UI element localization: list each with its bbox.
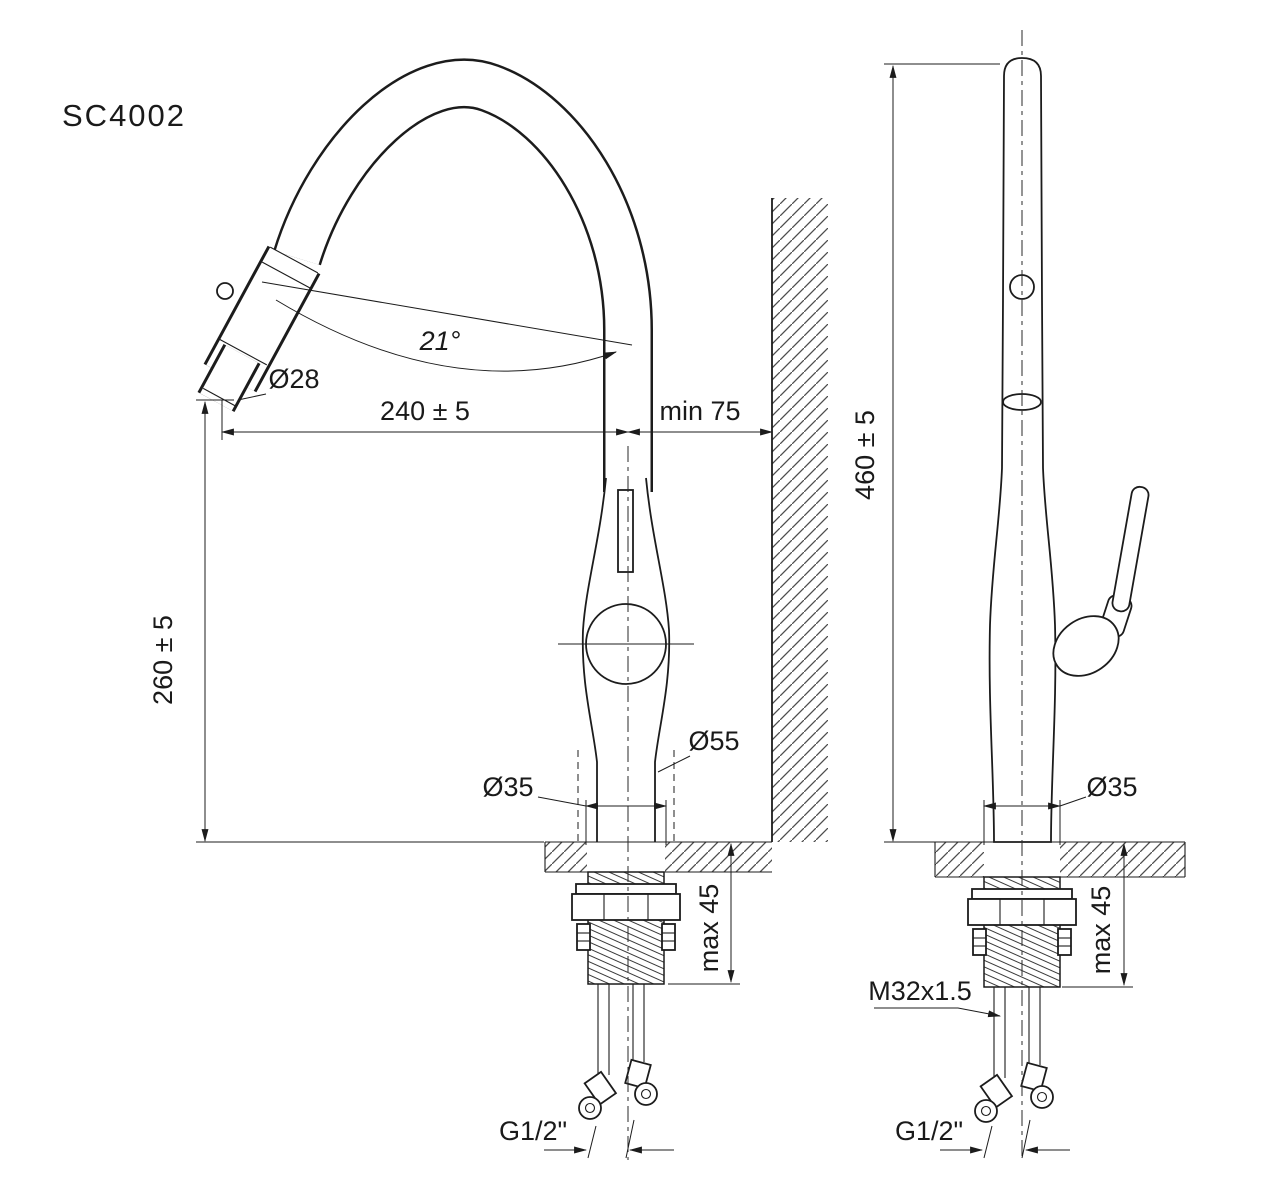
spray-button bbox=[216, 282, 234, 300]
dim-base-diameter-label: Ø55 bbox=[688, 726, 739, 756]
dim-deck-max-side-label: max 45 bbox=[1086, 886, 1116, 975]
dim-total-height-label: 460 ± 5 bbox=[850, 410, 880, 500]
side-view: 460 ± 5 Ø35 max 45 M32x1.5 G1/2" bbox=[850, 30, 1186, 1160]
dim-angle-label: 21° bbox=[419, 326, 461, 356]
drawing-title: SC4002 bbox=[62, 98, 186, 133]
dim-hole-diameter-label: Ø35 bbox=[482, 772, 533, 802]
spray-head bbox=[197, 245, 321, 413]
stud-bolt bbox=[972, 928, 987, 956]
body-right-edge bbox=[645, 477, 671, 842]
hose-fitting-bore bbox=[980, 1105, 992, 1117]
stud-bolt bbox=[1057, 928, 1072, 956]
front-dimensions: 260 ± 5 240 ± 5 min 75 Ø28 21° Ø55 Ø35 bbox=[148, 281, 774, 1159]
counter-hatch-left bbox=[935, 842, 984, 877]
dim-hose-thread-side-label: G1/2" bbox=[895, 1116, 963, 1146]
hose-fitting-bore bbox=[584, 1102, 596, 1114]
nozzle-end-line bbox=[202, 387, 236, 407]
head-band-seam bbox=[261, 261, 311, 289]
faucet-body bbox=[558, 477, 694, 846]
hose-fitting-body bbox=[624, 1058, 652, 1090]
mounting-assembly bbox=[571, 871, 681, 985]
handle-lever bbox=[1111, 485, 1150, 613]
body-left-edge bbox=[581, 477, 607, 842]
hose-fitting-body bbox=[979, 1073, 1014, 1109]
dim-reach-label: 240 ± 5 bbox=[380, 396, 470, 426]
dim-spout-diameter-label: Ø28 bbox=[268, 364, 319, 394]
dim-deck-max-label: max 45 bbox=[694, 884, 724, 973]
hose-fitting-nut bbox=[578, 1096, 602, 1120]
counter-hatch-right bbox=[665, 842, 772, 872]
dim-shank-thread-label: M32x1.5 bbox=[868, 976, 972, 1006]
handle-joint bbox=[1052, 615, 1120, 677]
hose-fitting-body bbox=[583, 1070, 618, 1106]
dim-outlet-height-label: 260 ± 5 bbox=[148, 615, 178, 705]
washer bbox=[575, 883, 677, 895]
hose-fitting-bore bbox=[1036, 1091, 1048, 1103]
head-lower-seam bbox=[218, 338, 268, 366]
spout-curve bbox=[273, 58, 653, 492]
handle bbox=[1052, 485, 1150, 677]
head-top-seam bbox=[269, 246, 319, 274]
wall-section bbox=[771, 198, 828, 842]
countertop-section-side bbox=[934, 841, 1186, 878]
side-dimensions: 460 ± 5 Ø35 max 45 M32x1.5 G1/2" bbox=[850, 63, 1138, 1159]
dim-hole-diameter-side-label: Ø35 bbox=[1086, 772, 1137, 802]
hose-fitting-nut bbox=[1030, 1085, 1054, 1109]
countertop-section bbox=[544, 841, 772, 873]
dim-hose-thread-label: G1/2" bbox=[499, 1116, 567, 1146]
wall-hatch bbox=[772, 198, 828, 842]
hose-fitting-bore bbox=[640, 1088, 652, 1100]
supply-hoses-side bbox=[974, 987, 1054, 1123]
stud-bolt bbox=[576, 923, 591, 951]
stud-bolt bbox=[661, 923, 676, 951]
inner-cartridge bbox=[617, 489, 634, 573]
mounting-nut bbox=[571, 893, 681, 921]
hose-fitting-nut bbox=[634, 1082, 658, 1106]
front-view: 260 ± 5 240 ± 5 min 75 Ø28 21° Ø55 Ø35 bbox=[148, 58, 828, 1160]
counter-hatch-right bbox=[1060, 842, 1185, 877]
dim-wall-min-label: min 75 bbox=[659, 396, 740, 426]
hose-fitting-body bbox=[1020, 1061, 1048, 1093]
supply-hoses bbox=[578, 984, 658, 1120]
hose-fitting-nut bbox=[974, 1099, 998, 1123]
counter-hatch-left bbox=[545, 842, 587, 872]
